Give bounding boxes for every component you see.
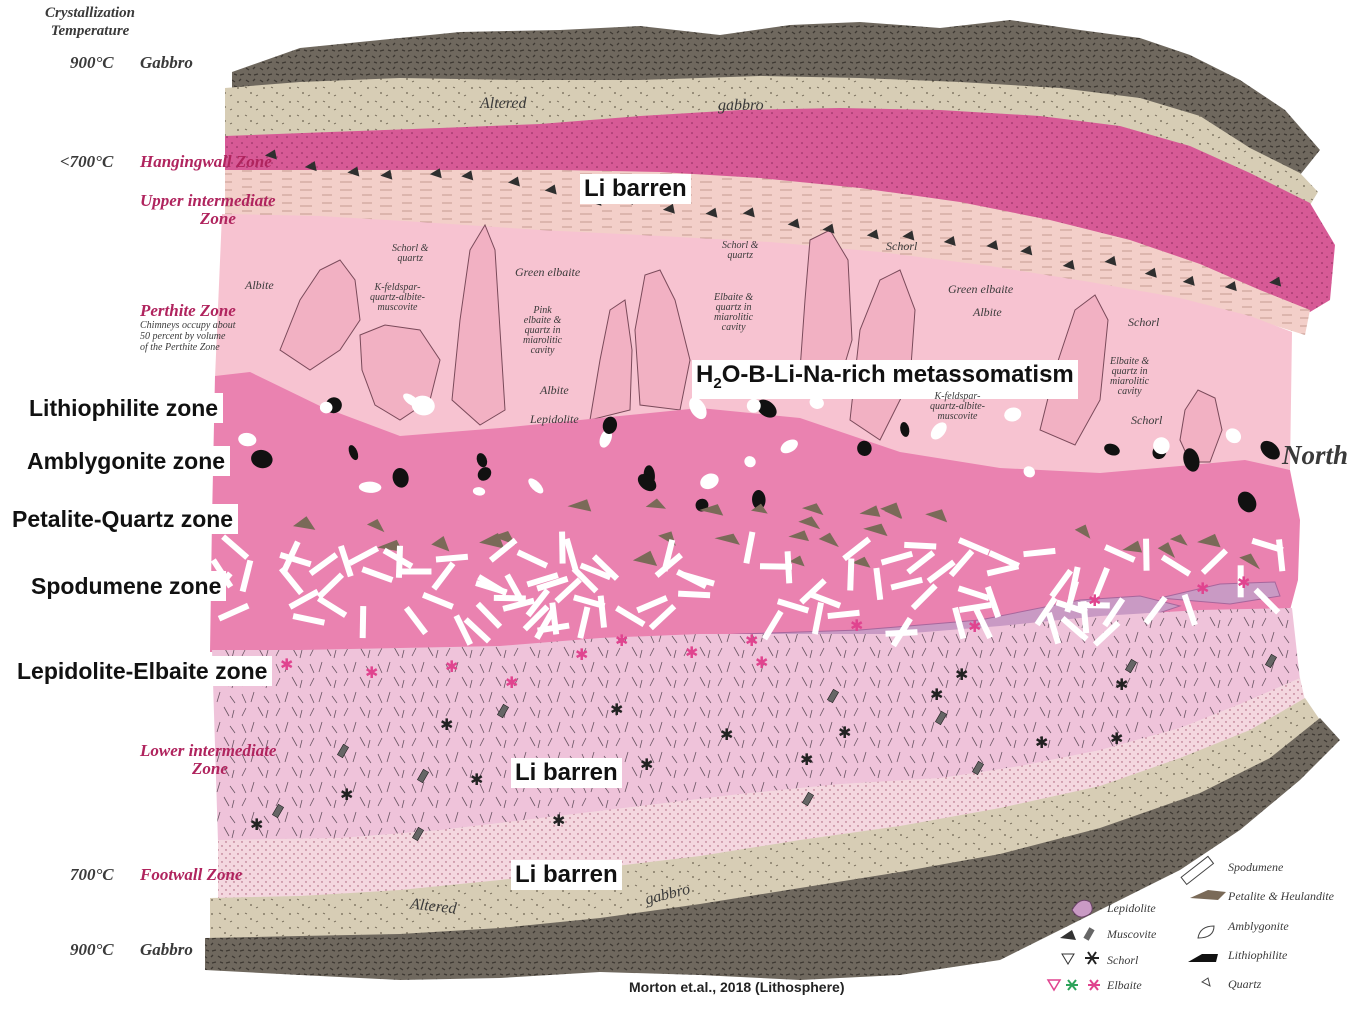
legend-petalite: Petalite & Heulandite [1228, 889, 1334, 904]
muscovite-icon [1060, 927, 1095, 940]
legend-spodumene: Spodumene [1228, 860, 1283, 875]
legend-elbaite: Elbaite [1107, 978, 1142, 993]
legend-quartz: Quartz [1228, 977, 1261, 992]
petalite-icon [1190, 890, 1226, 900]
schorl-icon [1062, 952, 1099, 964]
legend-lithiophilite: Lithiophilite [1228, 948, 1287, 963]
elbaite-icon [1048, 980, 1100, 990]
legend-amblygonite: Amblygonite [1228, 919, 1289, 934]
amblygonite-icon [1198, 926, 1214, 938]
legend-muscovite: Muscovite [1107, 927, 1156, 942]
legend-schorl: Schorl [1107, 953, 1138, 968]
quartz-icon [1202, 978, 1210, 986]
spodumene-icon [1181, 856, 1213, 884]
lepidolite-icon [1072, 900, 1092, 917]
legend-lepidolite: Lepidolite [1107, 901, 1156, 916]
lithiophilite-icon [1188, 954, 1218, 962]
